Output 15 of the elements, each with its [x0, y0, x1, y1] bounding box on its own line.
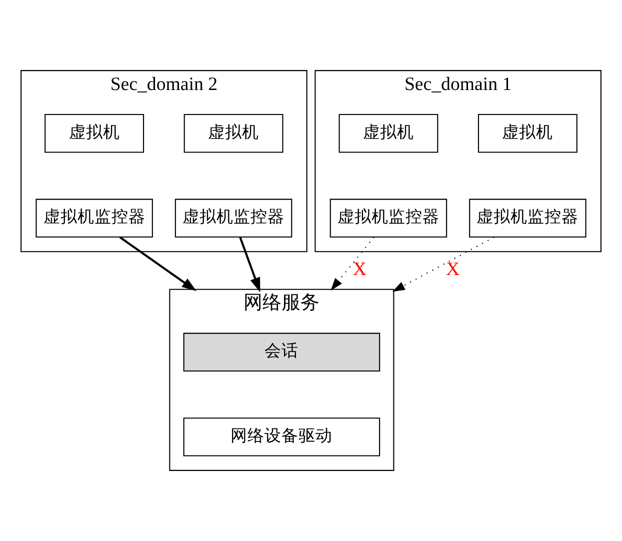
arrow [119, 236, 197, 292]
node-box: 虚拟机监控器 [36, 198, 153, 238]
node-box: 虚拟机 [184, 114, 284, 153]
node-box: 网络设备驱动 [183, 418, 380, 456]
edge-label: X [352, 259, 366, 280]
arrow [239, 236, 260, 292]
node-box: 虚拟机 [338, 114, 438, 153]
node-box: 会话 [183, 332, 380, 372]
edge-label: X [446, 259, 460, 280]
node-box: 虚拟机 [44, 114, 144, 153]
node-box: 虚拟机监控器 [469, 198, 586, 238]
node-box: 虚拟机监控器 [330, 198, 448, 238]
node-box: 虚拟机监控器 [174, 198, 292, 238]
node-box: 虚拟机 [478, 114, 578, 153]
arrow [392, 236, 494, 292]
